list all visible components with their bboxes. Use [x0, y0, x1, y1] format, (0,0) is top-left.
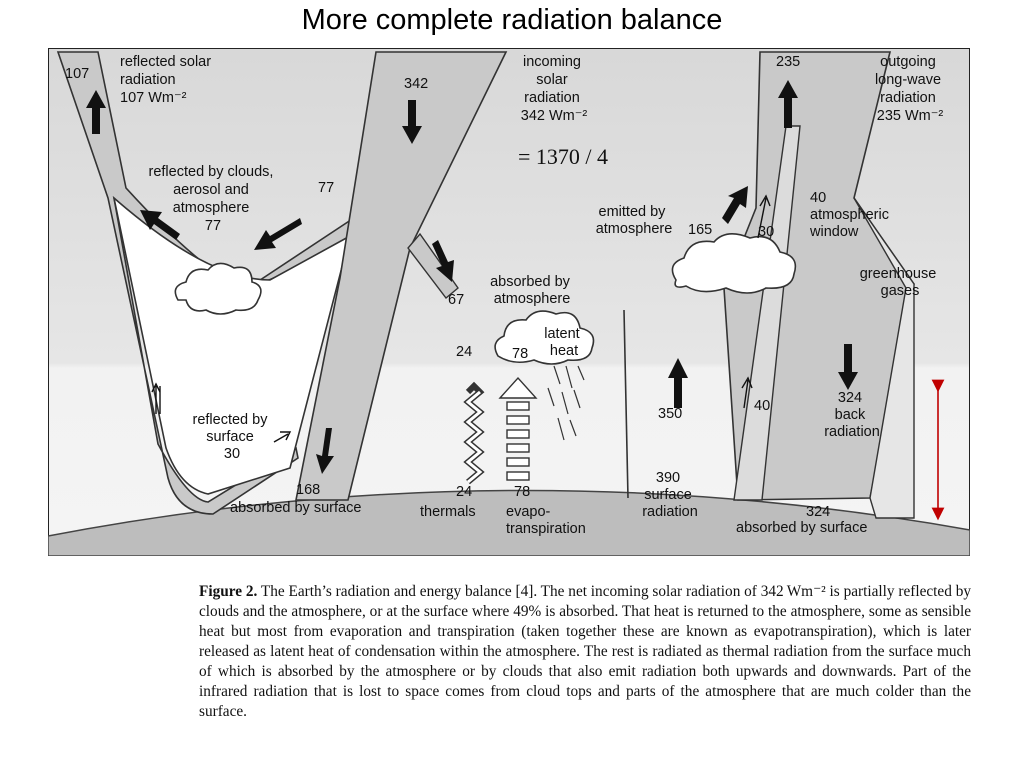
label-absorbed-surface-left: absorbed by surface: [230, 500, 361, 516]
cloud-right: [671, 233, 797, 294]
label-reflected-surface: reflected by surface 30: [193, 412, 272, 462]
arrow-235-up: [778, 80, 798, 128]
num-235: 235: [776, 54, 800, 70]
slide-title: More complete radiation balance: [301, 4, 723, 36]
num-30-window: 30: [758, 224, 774, 240]
formula-1370-over-4: = 1370 / 4: [518, 144, 608, 169]
num-78-top: 78: [512, 346, 528, 362]
num-107: 107: [65, 66, 89, 82]
num-165: 165: [688, 222, 712, 238]
num-350: 350: [658, 406, 682, 422]
num-77: 77: [318, 180, 334, 196]
num-324-bottom: 324: [806, 504, 830, 520]
figure-label: Figure 2.: [199, 583, 258, 600]
arrow-67-down: [432, 240, 454, 282]
figure-caption: Figure 2. The Earth’s radiation and ener…: [199, 582, 971, 722]
radiation-balance-diagram: reflected solar radiation 107 Wm⁻² 107 i…: [48, 48, 970, 556]
num-78-bottom: 78: [514, 484, 530, 500]
label-reflected-clouds: reflected by clouds, aerosol and atmosph…: [149, 164, 278, 234]
atmospheric-window-band: [733, 125, 801, 501]
num-342: 342: [404, 76, 428, 92]
label-reflected-solar: reflected solar radiation 107 Wm⁻²: [120, 54, 215, 106]
caption-text: The Earth’s radiation and energy balance…: [199, 583, 971, 720]
cloud-left: [174, 262, 262, 315]
label-atmospheric-window: 40 atmospheric window: [809, 190, 893, 240]
label-absorbed-surface-right: absorbed by surface: [736, 520, 867, 536]
label-evapotranspiration: evapo- transpiration: [506, 504, 586, 537]
reflected-inner-area: [112, 195, 352, 495]
thin-arrows: [151, 194, 771, 443]
label-emitted-atmosphere: emitted by atmosphere: [596, 204, 673, 237]
arrow-342-down: [402, 100, 422, 144]
arrow-77-left: [254, 218, 302, 250]
num-168: 168: [296, 482, 320, 498]
label-outgoing-longwave: outgoing long-wave radiation 235 Wm⁻²: [875, 54, 945, 124]
arrow-165-up: [722, 186, 748, 224]
num-24-bottom: 24: [456, 484, 472, 500]
arrow-350-up: [668, 358, 688, 408]
arrow-107-up: [86, 90, 106, 134]
arrow-168-down: [316, 428, 334, 474]
label-incoming-solar: incoming solar radiation 342 Wm⁻²: [521, 54, 588, 124]
cloud-middle: [494, 310, 595, 365]
label-greenhouse-gases: greenhouse gases: [860, 266, 941, 299]
absorbed-atmosphere-branch: [407, 232, 459, 300]
evapotranspiration-arrow: [498, 376, 538, 481]
label-thermals: thermals: [420, 504, 476, 520]
arrow-77-reflect-left: [140, 210, 180, 240]
incoming-solar-band: [295, 51, 508, 501]
num-67: 67: [448, 292, 464, 308]
label-absorbed-atmosphere: absorbed by atmosphere: [490, 274, 574, 307]
atmosphere-column: [623, 309, 629, 499]
label-back-radiation: 324 back radiation: [824, 390, 880, 440]
num-40-low: 40: [754, 398, 770, 414]
right-column: [853, 197, 915, 519]
arrow-324-down: [838, 344, 858, 390]
label-latent-heat: latent heat: [544, 326, 584, 359]
num-24-top: 24: [456, 344, 472, 360]
rain-lines: [547, 365, 585, 441]
flow-arrows: [86, 80, 858, 474]
label-surface-radiation: 390 surface radiation: [642, 470, 698, 520]
